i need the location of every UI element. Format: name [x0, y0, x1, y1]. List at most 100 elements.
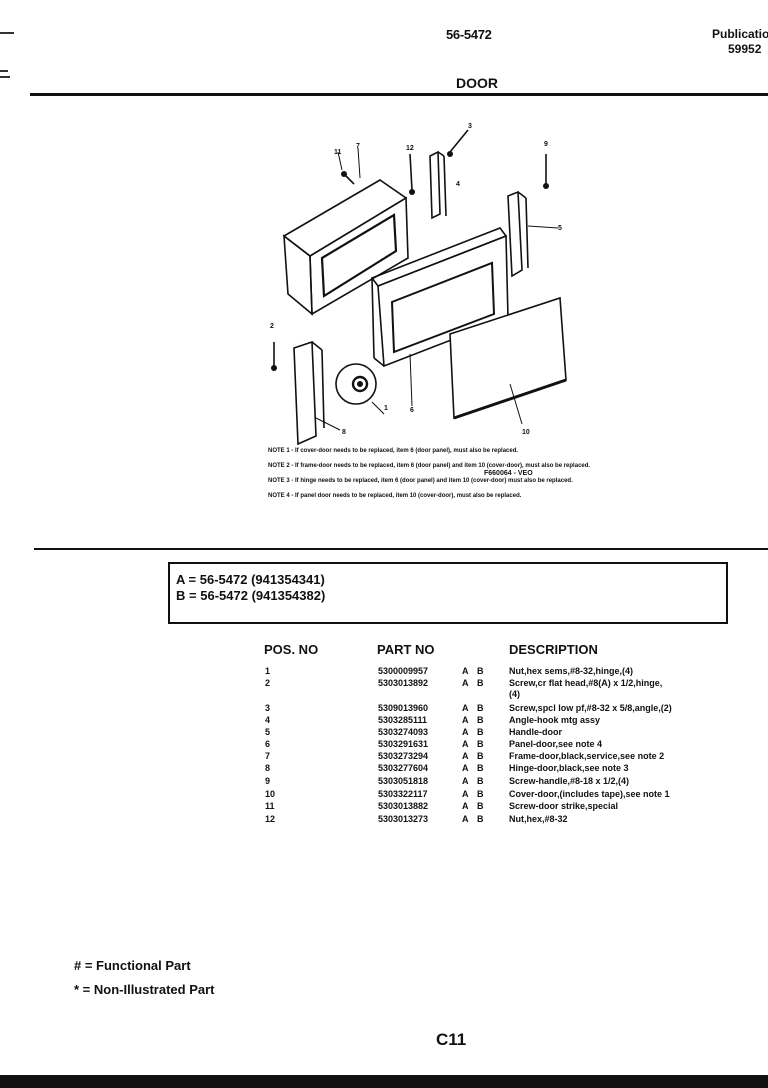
- cell-pos: 10: [265, 789, 276, 799]
- cover-door-part: [449, 296, 567, 420]
- cell-part: 5303051818: [378, 776, 429, 786]
- scan-bottom-edge: [0, 1075, 768, 1088]
- section-rule: [34, 548, 768, 550]
- note: NOTE 3 - If hinge needs to be replaced, …: [268, 478, 573, 484]
- model-code: B: [176, 588, 186, 603]
- callout-label: 12: [406, 145, 414, 152]
- table-row: 11 5303013882 A B Screw-door strike,spec…: [0, 801, 768, 813]
- cell-pos: 4: [265, 715, 271, 725]
- cell-a: A: [462, 727, 469, 737]
- cell-a: A: [462, 678, 469, 688]
- callout-label: 4: [456, 181, 460, 188]
- cell-a: A: [462, 703, 469, 713]
- cell-b: B: [477, 763, 484, 773]
- section-title: DOOR: [456, 75, 498, 91]
- cell-part: 5303291631: [378, 739, 429, 749]
- table-row: 9 5303051818 A B Screw-handle,#8-18 x 1/…: [0, 776, 768, 788]
- callout-label: 1: [384, 405, 388, 412]
- model-number: 56-5472: [200, 588, 248, 603]
- header-description: DESCRIPTION: [509, 642, 598, 657]
- cell-b: B: [477, 739, 484, 749]
- cell-part: 5303013892: [378, 678, 429, 688]
- header-part-no: PART NO: [377, 642, 435, 657]
- legend-non-illustrated: * = Non-Illustrated Part: [74, 982, 215, 997]
- scan-mark: [0, 70, 8, 72]
- cell-pos: 8: [265, 763, 271, 773]
- cell-pos: 11: [265, 801, 275, 811]
- header-publication-number: 59952: [728, 42, 762, 56]
- cell-part: 5303013882: [378, 801, 429, 811]
- cell-desc: Handle-door: [509, 727, 562, 737]
- cell-a: A: [462, 763, 469, 773]
- cell-part: 5303274093: [378, 727, 429, 737]
- cell-pos: 6: [265, 739, 271, 749]
- cell-a: A: [462, 751, 469, 761]
- table-row: 5 5303274093 A B Handle-door: [0, 727, 768, 739]
- cell-desc: Cover-door,(includes tape),see note 1: [509, 789, 670, 799]
- table-row: 2 5303013892 A B Screw,cr flat head,#8(A…: [0, 678, 768, 690]
- cell-b: B: [477, 814, 484, 824]
- table-row: (4): [0, 689, 768, 701]
- cell-b: B: [477, 789, 484, 799]
- cell-b: B: [477, 751, 484, 761]
- table-row: 12 5303013273 A B Nut,hex,#8-32: [0, 814, 768, 826]
- exploded-parts-diagram: 1 2 3 4 5 6 7 8 9 10 11 12: [270, 123, 567, 446]
- figure-code: F660064 - VEO: [484, 470, 533, 477]
- cell-pos: 5: [265, 727, 271, 737]
- table-row: 1 5300009957 A B Nut,hex sems,#8-32,hing…: [0, 666, 768, 678]
- header-pos-no: POS. NO: [264, 642, 319, 657]
- diagram-notes: NOTE 1 - If cover-door needs to be repla…: [268, 448, 598, 508]
- cell-part: 5303013273: [378, 814, 429, 824]
- table-row: 10 5303322117 A B Cover-door,(includes t…: [0, 789, 768, 801]
- header-rule: [30, 93, 768, 96]
- cell-a: A: [462, 789, 469, 799]
- cell-desc: Hinge-door,black,see note 3: [509, 763, 629, 773]
- cell-pos: 2: [265, 678, 271, 688]
- cell-pos: 7: [265, 751, 271, 761]
- model-sep: =: [188, 572, 197, 587]
- page-number: C11: [436, 1030, 467, 1049]
- cell-a: A: [462, 715, 469, 725]
- table-row: 4 5303285111 A B Angle-hook mtg assy: [0, 715, 768, 727]
- cell-part: 5303322117: [378, 789, 428, 799]
- model-sep: =: [189, 588, 197, 603]
- model-line-a: A = 56-5472 (941354341): [176, 572, 325, 587]
- table-row: 7 5303273294 A B Frame-door,black,servic…: [0, 751, 768, 763]
- cell-b: B: [477, 678, 484, 688]
- cell-desc: Screw,cr flat head,#8(A) x 1/2,hinge,: [509, 678, 663, 688]
- cell-part: 5300009957: [378, 666, 429, 676]
- callout-label: 3: [468, 123, 472, 130]
- cell-desc: Screw,spcl low pf,#8-32 x 5/8,angle,(2): [509, 703, 672, 713]
- cell-desc: Screw-handle,#8-18 x 1/2,(4): [509, 776, 630, 786]
- cell-b: B: [477, 727, 484, 737]
- cell-desc: Angle-hook mtg assy: [509, 715, 601, 725]
- model-box: A = 56-5472 (941354341) B = 56-5472 (941…: [168, 562, 728, 624]
- cell-desc: Panel-door,see note 4: [509, 739, 603, 749]
- cell-a: A: [462, 801, 469, 811]
- cell-desc: Frame-door,black,service,see note 2: [509, 751, 665, 761]
- cell-pos: 3: [265, 703, 271, 713]
- cell-part: 5303285111: [378, 715, 428, 725]
- table-row: 6 5303291631 A B Panel-door,see note 4: [0, 739, 768, 751]
- cell-part: 5309013960: [378, 703, 429, 713]
- frame-door-part: [282, 179, 409, 316]
- note: NOTE 2 - If frame-door needs to be repla…: [268, 463, 591, 469]
- cell-b: B: [477, 715, 484, 725]
- header-publication-label: Publicatio: [712, 27, 768, 41]
- cell-desc: (4): [509, 689, 520, 699]
- callout-label: 10: [522, 429, 530, 436]
- cell-b: B: [477, 666, 484, 676]
- handle-door-part: [507, 190, 529, 278]
- hinge-door-part: [293, 340, 325, 446]
- cell-pos: 12: [265, 814, 276, 824]
- model-number: 56-5472: [199, 572, 248, 587]
- model-serial: (941354341): [251, 572, 325, 587]
- angle-hook-part: [429, 150, 447, 220]
- cell-pos: 9: [265, 776, 271, 786]
- cell-a: A: [462, 814, 469, 824]
- cell-part: 5303273294: [378, 751, 429, 761]
- callout-label: 7: [356, 143, 360, 150]
- table-row: 8 5303277604 A B Hinge-door,black,see no…: [0, 763, 768, 775]
- model-code: A: [176, 572, 185, 587]
- callout-label: 8: [342, 429, 346, 436]
